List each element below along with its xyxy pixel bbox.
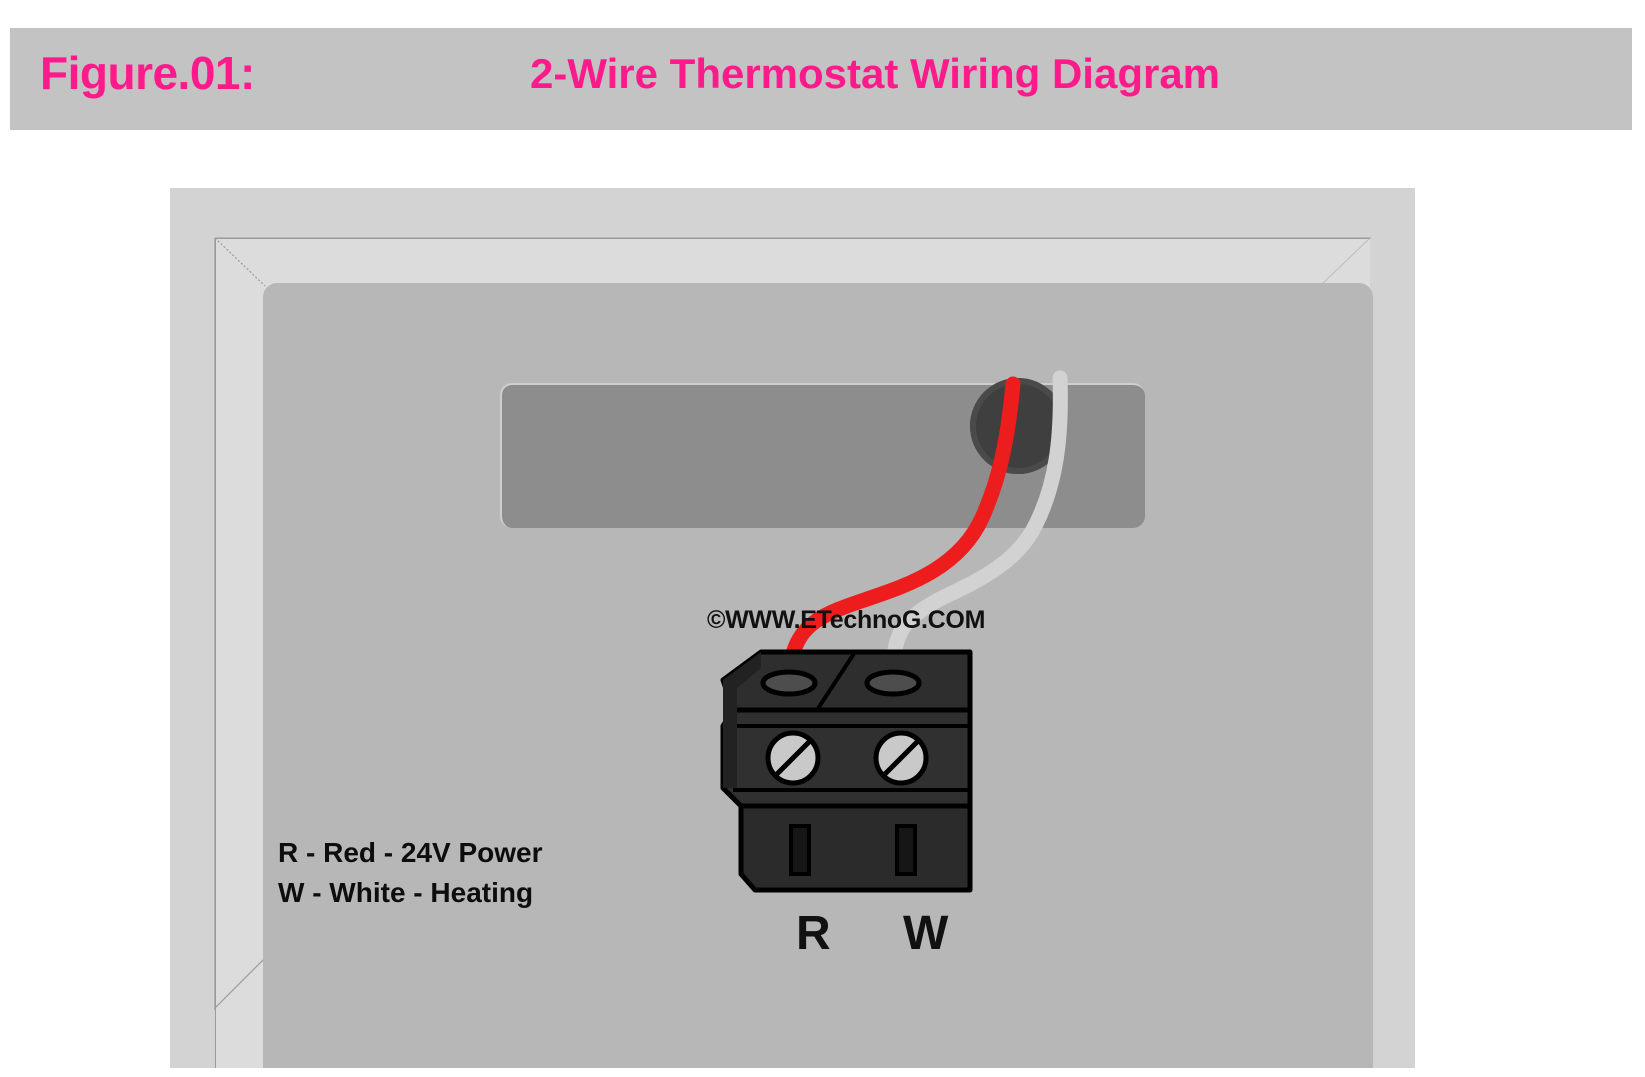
legend-item-w: W - White - Heating: [278, 877, 534, 908]
terminal-block-graphic: [720, 649, 973, 893]
enclosure-bevel-lines: [214, 237, 1371, 1010]
wire-white: [886, 370, 1068, 666]
legend: R - Red - 24V Power W - White - Heating: [278, 833, 543, 913]
terminal-label-w: W: [903, 907, 949, 960]
figure-label: Figure.01:: [40, 47, 255, 99]
wiring-layer: [784, 370, 1068, 666]
wire-red: [784, 376, 1021, 666]
terminal-label-r: R: [796, 907, 831, 960]
terminal-hole-w: [864, 669, 922, 697]
terminal-screw-w: [873, 730, 929, 786]
terminal-hole-r: [760, 669, 818, 697]
title-bar: Figure.01: 2-Wire Thermostat Wiring Diag…: [10, 28, 1632, 130]
page-title: 2-Wire Thermostat Wiring Diagram: [530, 50, 1221, 97]
watermark-text: ©WWW.ETechnoG.COM: [707, 606, 986, 634]
terminal-screw-r: [765, 730, 821, 786]
legend-item-r: R - Red - 24V Power: [278, 837, 543, 868]
terminal-block: [715, 638, 973, 903]
thermostat-enclosure: ©WWW.ETechnoG.COM: [170, 188, 1415, 1068]
